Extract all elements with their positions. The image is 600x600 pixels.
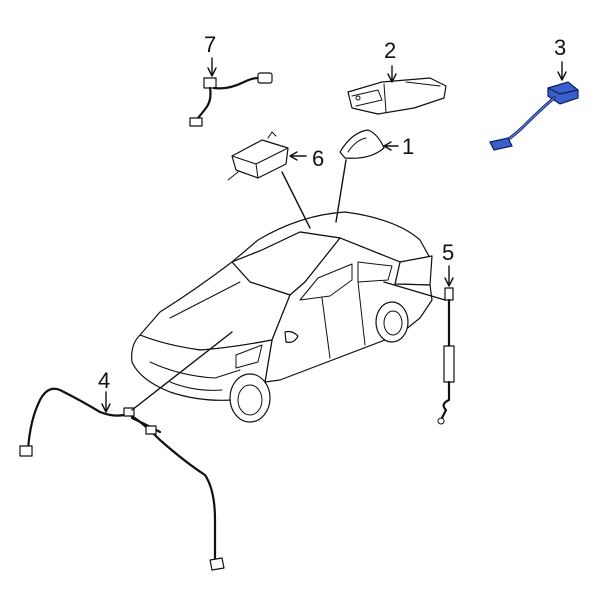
leader-line-6 <box>281 171 311 229</box>
part-1-antenna-cover[interactable] <box>339 129 385 159</box>
leader-line-7 <box>207 57 217 77</box>
part-3-antenna-cable[interactable] <box>489 81 579 151</box>
leader-line-2 <box>387 65 397 83</box>
leader-line-5 <box>444 265 454 287</box>
callout-label-5: 5 <box>442 240 454 265</box>
callout-label-1: 1 <box>402 134 414 159</box>
leader-line-3 <box>557 61 567 81</box>
leader-line-4b <box>131 331 233 411</box>
car-illustration <box>131 211 433 423</box>
leader-line-4 <box>101 391 111 413</box>
callout-label-7: 7 <box>204 32 216 57</box>
callout-label-3: 3 <box>554 35 566 60</box>
arrow-6 <box>289 151 307 161</box>
arrow-1 <box>383 141 399 151</box>
callout-label-4: 4 <box>98 368 110 393</box>
part-5-mast-cable[interactable] <box>437 287 455 425</box>
part-7-jumper-cable[interactable] <box>189 72 273 127</box>
part-6-antenna-amplifier[interactable] <box>227 131 289 181</box>
part-4-cable-harness[interactable] <box>19 387 225 571</box>
callout-label-2: 2 <box>384 38 396 63</box>
leader-line-5b <box>383 281 446 301</box>
callout-label-6: 6 <box>312 146 324 171</box>
part-2-antenna-module[interactable] <box>347 77 447 115</box>
leader-line-1 <box>335 159 347 223</box>
